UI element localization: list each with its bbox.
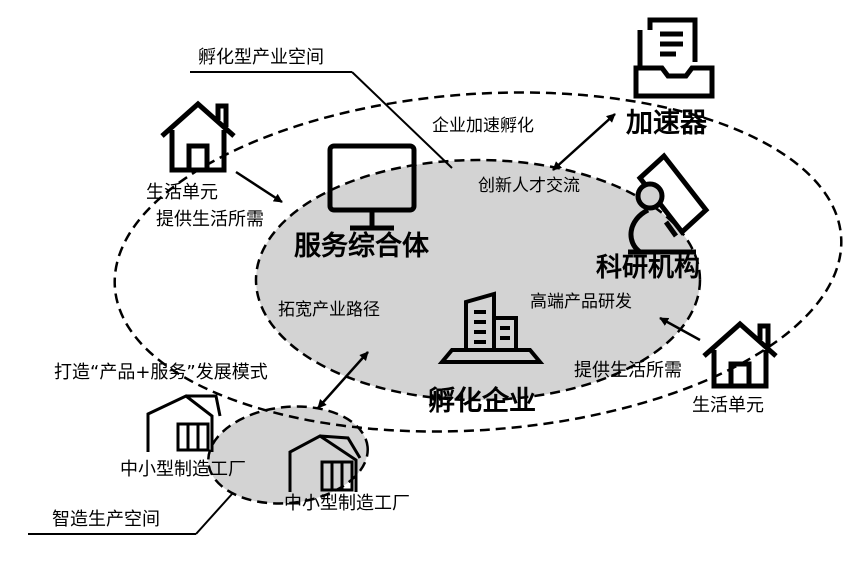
living-to-enterprise-arrow	[659, 316, 701, 342]
development-mode-label: 打造“产品+服务”发展模式	[54, 362, 268, 383]
factory-1-label: 中小型制造工厂	[120, 459, 246, 480]
production-exchange-arrow	[317, 351, 369, 409]
accelerator-exchange-arrow	[552, 113, 616, 171]
research-institution-label: 科研机构	[596, 253, 701, 283]
factory-2-label: 中小型制造工厂	[284, 493, 410, 514]
house-icon	[702, 320, 778, 389]
talent-exchange-label: 创新人才交流	[478, 176, 580, 196]
service-complex-label: 服务综合体	[294, 231, 429, 262]
accelerator-label: 加速器	[626, 108, 707, 139]
house-icon	[160, 100, 236, 173]
high-end-rd-label: 高端产品研发	[530, 292, 632, 312]
incubation-space-boundary	[113, 91, 843, 433]
living-service-left-label: 提供生活所需	[156, 209, 264, 230]
smart-production-boundary	[207, 405, 369, 505]
service-core-boundary	[254, 158, 702, 402]
living-unit-right-label: 生活单元	[692, 395, 764, 416]
monitor-icon	[327, 143, 417, 231]
service-core-region	[256, 160, 700, 400]
smart-production-region	[208, 406, 368, 504]
accelerator-inbox-icon	[633, 17, 715, 99]
enterprise-acceleration-label: 企业加速孵化	[432, 116, 534, 136]
expand-path-label: 拓宽产业路径	[278, 300, 380, 320]
enterprise-building-icon	[437, 291, 545, 364]
factory-icon	[288, 434, 362, 492]
microscope-icon	[628, 152, 710, 255]
living-service-right-label: 提供生活所需	[574, 360, 682, 381]
smart-space-pointer	[195, 493, 233, 535]
incubation-space-pointer	[351, 71, 453, 169]
living-to-service-arrow	[235, 170, 283, 204]
living-unit-left-label: 生活单元	[146, 182, 218, 203]
incubated-enterprise-label: 孵化企业	[428, 386, 536, 417]
smart-space-label: 智造生产空间	[52, 509, 160, 530]
incubation-space-label: 孵化型产业空间	[198, 47, 324, 68]
factory-icon	[146, 394, 222, 452]
